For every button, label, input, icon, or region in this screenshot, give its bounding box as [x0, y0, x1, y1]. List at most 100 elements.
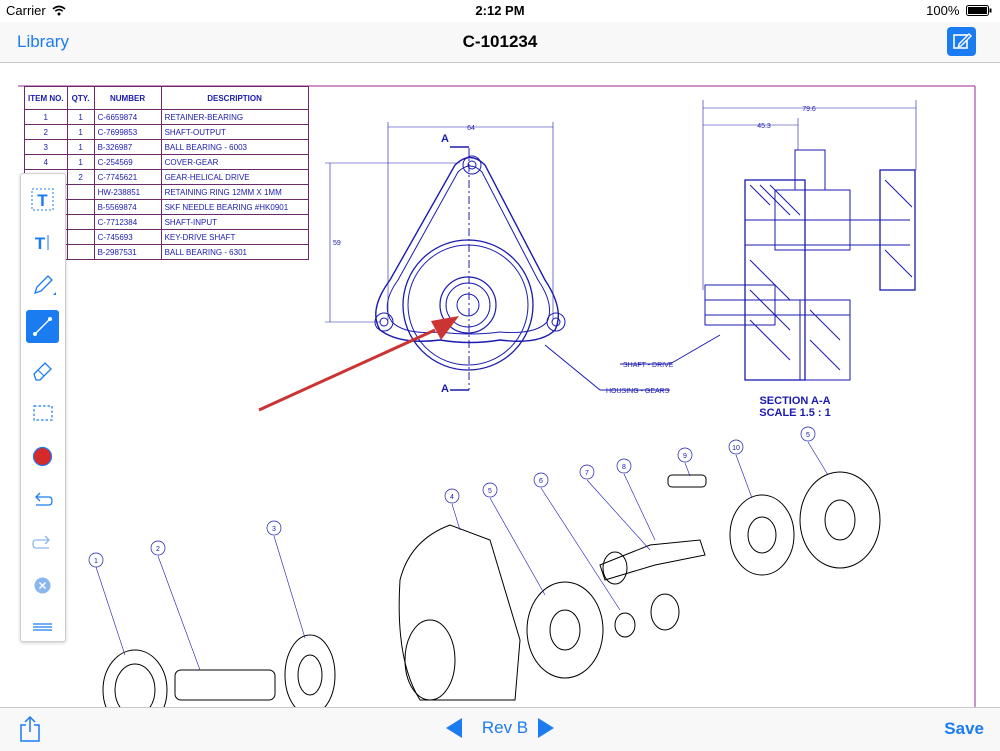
bom-header-description: DESCRIPTION — [160, 86, 309, 110]
tool-clear[interactable] — [26, 569, 59, 602]
carrier-text: Carrier — [6, 3, 46, 18]
cell-number: HW-238851 — [93, 184, 162, 200]
bottom-toolbar: Rev B Save — [0, 707, 1000, 751]
cell-item: 3 — [24, 139, 68, 155]
cell-qty: 1 — [66, 139, 95, 155]
clock: 2:12 PM — [475, 3, 525, 18]
cell-number: C-7712384 — [93, 214, 162, 230]
tool-text[interactable]: T — [26, 225, 59, 258]
svg-text:T: T — [37, 191, 48, 210]
svg-text:T: T — [35, 234, 46, 253]
balloon-1: 1 — [94, 558, 98, 565]
carrier-label: Carrier — [6, 3, 66, 18]
tool-text-box[interactable]: T — [26, 183, 59, 216]
cell-description: RETAINING RING 12MM X 1MM — [160, 184, 309, 200]
cell-qty — [66, 199, 95, 215]
previous-revision-button[interactable] — [445, 717, 463, 739]
balloon-10: 10 — [732, 445, 740, 452]
balloon-9: 9 — [683, 453, 687, 460]
callout-housing-gears: HOUSING - GEARS — [606, 388, 670, 395]
cell-description: RETAINER-BEARING — [160, 109, 309, 125]
eraser-icon — [33, 362, 52, 381]
balloon-3: 3 — [272, 526, 276, 533]
dim-45-3: 45.3 — [757, 123, 771, 130]
menu-lines-icon — [33, 623, 52, 631]
cell-number: C-254569 — [93, 154, 162, 170]
tool-undo[interactable] — [26, 483, 59, 516]
cell-qty: 1 — [66, 109, 95, 125]
tool-color[interactable] — [26, 440, 59, 473]
redo-icon — [32, 535, 50, 549]
tool-select-region[interactable] — [26, 396, 59, 429]
text-box-icon: T — [31, 188, 54, 211]
tool-eraser[interactable] — [26, 353, 59, 386]
bom-header-qty: QTY. — [66, 86, 95, 110]
share-icon[interactable] — [18, 715, 42, 743]
balloon-2: 2 — [156, 546, 160, 553]
tool-redo[interactable] — [26, 526, 59, 559]
section-marker-top: A — [441, 133, 449, 145]
cell-qty: 2 — [66, 169, 95, 185]
battery-indicator: 100% — [926, 3, 992, 18]
selection-rect-icon — [33, 405, 53, 421]
cell-item: 2 — [24, 124, 68, 140]
pencil-square-icon — [953, 33, 972, 49]
cell-description: BALL BEARING - 6003 — [160, 139, 309, 155]
cell-description: KEY-DRIVE SHAFT — [160, 229, 309, 245]
save-button[interactable]: Save — [944, 719, 984, 738]
cell-description: SHAFT-OUTPUT — [160, 124, 309, 140]
balloon-8: 8 — [622, 464, 626, 471]
cell-description: BALL BEARING - 6301 — [160, 244, 309, 260]
balloon-leaders — [95, 441, 829, 671]
bom-header-number: NUMBER — [93, 86, 162, 110]
balloon-5-second: 5 — [806, 432, 810, 439]
cell-number: B-2987531 — [93, 244, 162, 260]
navigation-bar: Library C-101234 — [0, 22, 1000, 63]
next-revision-button[interactable] — [537, 717, 555, 739]
cell-qty: 1 — [66, 154, 95, 170]
cell-number: B-5569874 — [93, 199, 162, 215]
cell-description: SKF NEEDLE BEARING #HK0901 — [160, 199, 309, 215]
callout-shaft-drive: SHAFT - DRIVE — [623, 362, 674, 369]
cell-number: C-7699853 — [93, 124, 162, 140]
balloon-6: 6 — [539, 478, 543, 485]
line-icon — [33, 317, 52, 336]
document-title: C-101234 — [462, 32, 538, 51]
cell-qty — [66, 184, 95, 200]
item-balloons — [88, 426, 816, 568]
edit-button[interactable] — [947, 27, 976, 56]
cell-description: COVER-GEAR — [160, 154, 309, 170]
tool-menu[interactable] — [26, 611, 59, 644]
drawing-canvas[interactable]: 64 59 A A 79.6 45.3 — [0, 63, 1000, 707]
battery-percent: 100% — [926, 3, 960, 18]
annotation-arrow[interactable] — [258, 316, 459, 412]
wifi-icon — [52, 5, 66, 16]
cell-item: 1 — [24, 109, 68, 125]
status-bar: Carrier 2:12 PM 100% — [0, 0, 1000, 22]
section-view — [544, 100, 917, 391]
library-button[interactable]: Library — [17, 32, 69, 51]
undo-icon — [35, 492, 53, 506]
section-title: SECTION A-A — [759, 395, 830, 407]
cell-qty — [66, 244, 95, 260]
cell-description: GEAR-HELICAL DRIVE — [160, 169, 309, 185]
color-swatch-icon — [32, 446, 53, 467]
revision-label: Rev B — [481, 718, 529, 737]
tool-line[interactable] — [26, 310, 59, 343]
cell-number: C-6659874 — [93, 109, 162, 125]
tool-pencil[interactable] — [26, 268, 59, 301]
bom-header-item: ITEM NO. — [24, 86, 68, 110]
cell-qty: 1 — [66, 124, 95, 140]
cell-number: B-326987 — [93, 139, 162, 155]
balloon-5: 5 — [488, 488, 492, 495]
section-marker-bottom: A — [441, 383, 449, 395]
cell-qty — [66, 214, 95, 230]
